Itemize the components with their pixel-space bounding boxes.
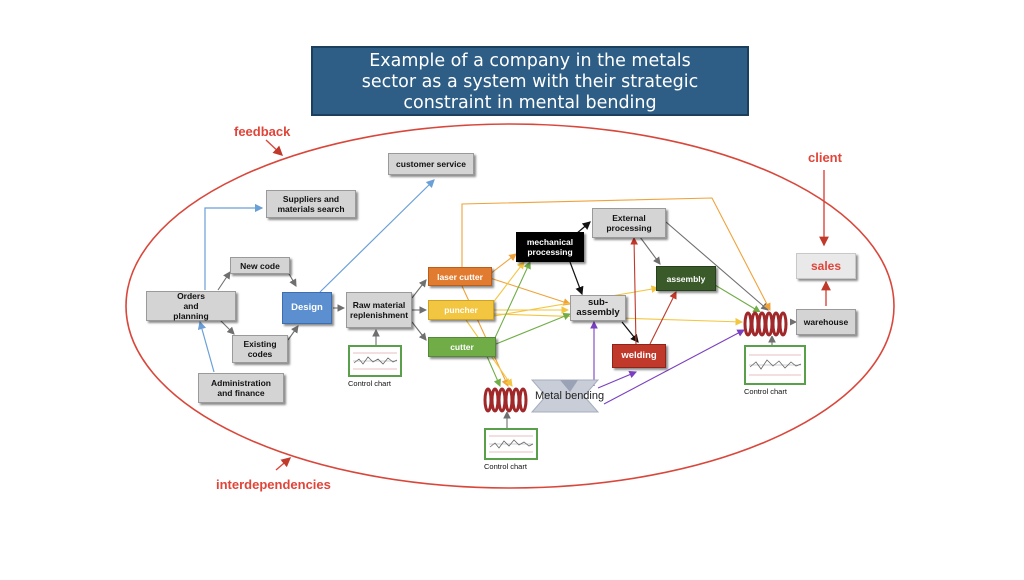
design-node: Design bbox=[282, 292, 332, 324]
existing-to-design-arrow bbox=[287, 325, 299, 341]
customer-service-node: customer service bbox=[388, 153, 474, 175]
control-chart-label-1: Control chart bbox=[348, 379, 391, 388]
design-to-customer-service-arrow bbox=[319, 179, 435, 293]
puncher-to-mech-arrow bbox=[491, 261, 525, 305]
control-chart-raw-material bbox=[348, 345, 402, 377]
cutter-to-mech-arrow bbox=[493, 261, 531, 341]
orders-to-suppliers-arrow bbox=[204, 203, 264, 290]
metal-bending-label: Metal bending bbox=[535, 390, 605, 402]
welding-to-assembly-arrow bbox=[649, 291, 677, 345]
cutter-to-bending-arrow bbox=[485, 353, 501, 388]
sales-node: sales bbox=[796, 253, 856, 279]
subassembly-to-welding-arrow bbox=[621, 321, 639, 343]
newcode-to-design-arrow bbox=[287, 271, 297, 287]
warehouse-node: warehouse bbox=[796, 309, 856, 335]
metal-bending-shape bbox=[530, 379, 600, 413]
orders-to-existing-arrow bbox=[219, 319, 235, 335]
title-line-2: sector as a system with their strategic bbox=[361, 72, 699, 92]
control-chart-final bbox=[744, 345, 806, 385]
assembly-node: assembly bbox=[656, 266, 716, 291]
welding-node: welding bbox=[612, 344, 666, 368]
cutter-node: cutter bbox=[428, 337, 496, 357]
external-processing-node: External processing bbox=[592, 208, 666, 238]
sub-assembly-node: sub-assembly bbox=[570, 295, 626, 321]
orders-planning-node: Orders and planning bbox=[146, 291, 236, 321]
puncher-node: puncher bbox=[428, 300, 494, 320]
administration-node: Administration and finance bbox=[198, 373, 284, 403]
title-line-1: Example of a company in the metals bbox=[369, 51, 691, 71]
coil-icon-final bbox=[743, 311, 790, 337]
bending-to-welding-arrow bbox=[597, 371, 638, 389]
mechanical-processing-node: mechanical processing bbox=[516, 232, 584, 262]
new-code-node: New code bbox=[230, 257, 290, 274]
coil-icon-bending bbox=[483, 387, 528, 413]
feedback-label: feedback bbox=[234, 124, 291, 139]
mech-to-subassembly-arrow bbox=[569, 261, 584, 296]
cutter-to-subassembly-arrow bbox=[495, 312, 572, 345]
external-to-assembly-arrow bbox=[639, 236, 661, 265]
raw-to-cutter-arrow bbox=[411, 321, 427, 341]
bending-to-coil-arrow bbox=[603, 329, 745, 405]
client-label: client bbox=[808, 150, 842, 165]
laser-to-coil-top-arrow bbox=[461, 197, 771, 311]
orders-to-newcode-arrow bbox=[217, 271, 231, 291]
admin-to-orders-arrow bbox=[197, 320, 215, 373]
control-chart-bending bbox=[484, 428, 538, 460]
raw-material-node: Raw material replenishment bbox=[346, 292, 412, 328]
laser-to-mech-arrow bbox=[489, 253, 517, 275]
control-chart-label-3: Control chart bbox=[744, 387, 787, 396]
suppliers-node: Suppliers and materials search bbox=[266, 190, 356, 218]
system-boundary-ellipse bbox=[125, 123, 895, 489]
laser-to-subassembly-arrow bbox=[489, 277, 572, 306]
laser-cutter-node: laser cutter bbox=[428, 267, 492, 286]
existing-codes-node: Existing codes bbox=[232, 335, 288, 363]
diagram-title: Example of a company in the metals secto… bbox=[311, 46, 749, 116]
interdependencies-arrow bbox=[275, 457, 292, 471]
title-line-3: constraint in mental bending bbox=[403, 93, 657, 113]
assembly-to-coil-arrow bbox=[709, 281, 761, 313]
feedback-arrow bbox=[265, 139, 284, 156]
raw-to-laser-arrow bbox=[411, 279, 427, 299]
interdependencies-label: interdependencies bbox=[216, 477, 331, 492]
external-to-coil-arrow bbox=[665, 221, 769, 311]
control-chart-label-2: Control chart bbox=[484, 462, 527, 471]
welding-to-external-arrow bbox=[630, 236, 638, 345]
